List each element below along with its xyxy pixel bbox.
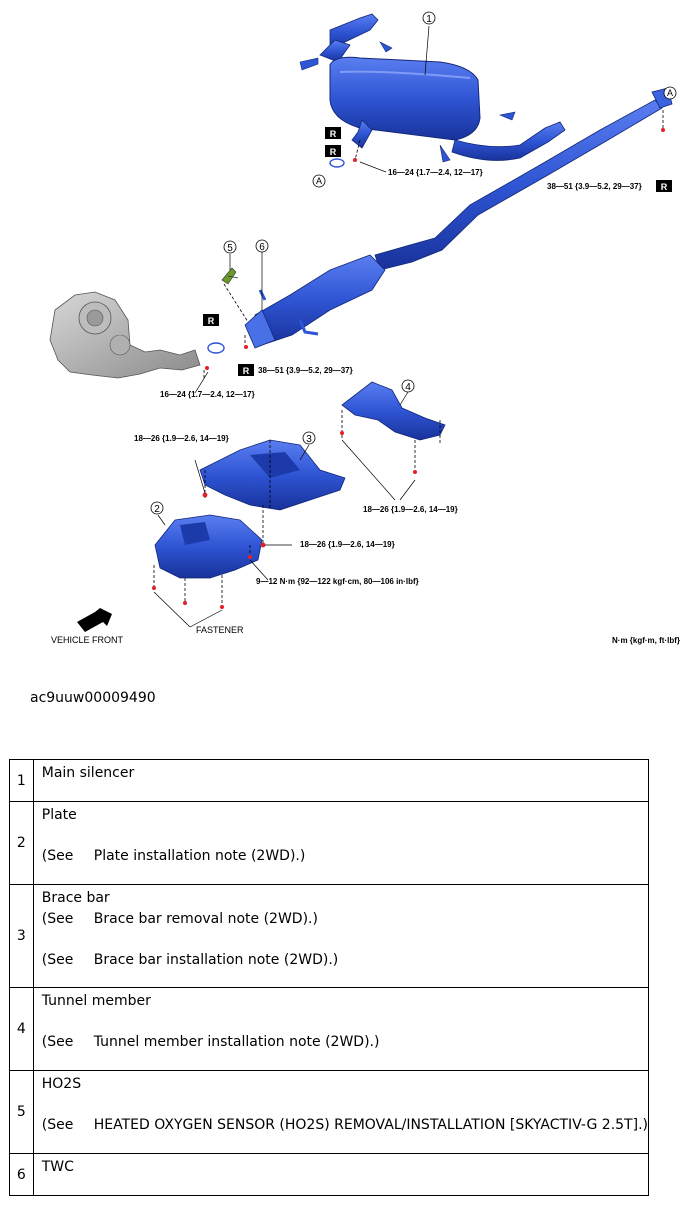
- fastener-points: [152, 128, 665, 609]
- torque-label-plate: 9—12 N·m {92—122 kgf·cm, 80—106 in·lbf}: [256, 577, 419, 586]
- part-number: 3: [9, 884, 34, 988]
- part-number: 4: [9, 987, 34, 1071]
- svg-text:R: R: [330, 129, 337, 139]
- note-link[interactable]: Brace bar installation note (2WD).): [93, 952, 339, 968]
- callout-6: 6: [255, 239, 269, 253]
- torque-label-rear-pipe: 38—51 {3.9—5.2, 29—37}: [547, 182, 642, 191]
- note-link[interactable]: HEATED OXYGEN SENSOR (HO2S) REMOVAL/INST…: [93, 1117, 648, 1133]
- fastener-label: FASTENER: [196, 625, 244, 635]
- svg-text:R: R: [661, 182, 668, 192]
- part-number: 5: [9, 1070, 34, 1154]
- callout-3: 3: [302, 431, 316, 445]
- main-silencer: [299, 13, 566, 163]
- replace-tag-3: R: [656, 180, 672, 192]
- plate: [154, 514, 263, 579]
- brace-bar: [199, 439, 346, 511]
- note-link[interactable]: Plate installation note (2WD).): [93, 848, 306, 864]
- ho2s-sensor: [221, 267, 249, 323]
- svg-text:A: A: [316, 176, 322, 186]
- svg-text:R: R: [330, 147, 337, 157]
- gaskets: [207, 158, 345, 354]
- engine-turbo: [49, 291, 201, 379]
- callout-2: 2: [150, 501, 164, 515]
- part-number: 2: [9, 801, 34, 885]
- torque-label-brace-upper: 18—26 {1.9—2.6, 14—19}: [134, 434, 229, 443]
- tunnel-member: [341, 381, 446, 441]
- torque-label-tunnel: 18—26 {1.9—2.6, 14—19}: [363, 505, 458, 514]
- vehicle-front-arrow-icon: [77, 608, 112, 632]
- svg-text:4: 4: [405, 382, 411, 393]
- exhaust-system-diagram: 1 2 3 4 5 6 A A R R R R: [49, 11, 680, 645]
- torque-label-main-flange: 16—24 {1.7—2.4, 12—17}: [388, 168, 483, 177]
- svg-text:2: 2: [154, 504, 160, 515]
- svg-text:R: R: [243, 366, 250, 376]
- part-number: 1: [9, 759, 34, 802]
- part-name: TWC: [41, 1159, 74, 1175]
- svg-text:R: R: [208, 316, 215, 326]
- replace-tag-2: R: [325, 145, 341, 157]
- unit-label: N·m {kgf·m, ft·lbf}: [612, 636, 680, 645]
- callout-1: 1: [422, 11, 436, 25]
- image-id: ac9uuw00009490: [30, 690, 156, 706]
- table-row: 6 TWC: [9, 1153, 650, 1196]
- part-name: Main silencer: [41, 765, 135, 781]
- torque-label-twc-flange: 38—51 {3.9—5.2, 29—37}: [258, 366, 353, 375]
- svg-text:1: 1: [426, 14, 432, 25]
- replace-tag-1: R: [325, 127, 341, 139]
- part-name: HO2S: [41, 1076, 82, 1092]
- torque-label-manifold: 16—24 {1.7—2.4, 12—17}: [160, 390, 255, 399]
- replace-tag-4: R: [203, 314, 219, 326]
- note-link[interactable]: Tunnel member installation note (2WD).): [93, 1034, 380, 1050]
- part-name: Brace bar: [41, 890, 110, 906]
- part-number: 6: [9, 1153, 34, 1196]
- connection-marker-a-upper: A: [663, 86, 677, 100]
- svg-text:3: 3: [306, 434, 312, 445]
- torque-label-brace-lower: 18—26 {1.9—2.6, 14—19}: [300, 540, 395, 549]
- replace-tag-5: R: [238, 364, 254, 376]
- vehicle-front-label: VEHICLE FRONT: [51, 635, 124, 645]
- part-name: Tunnel member: [41, 993, 151, 1009]
- svg-text:A: A: [667, 88, 673, 98]
- part-name: Plate: [41, 807, 77, 823]
- connection-marker-a-lower: A: [312, 174, 326, 188]
- callout-4: 4: [401, 379, 415, 393]
- svg-text:6: 6: [259, 242, 265, 253]
- part-description: Main silencer: [32, 759, 650, 802]
- part-description: TWC: [32, 1153, 650, 1196]
- twc-converter: [244, 254, 386, 349]
- note-link[interactable]: Brace bar removal note (2WD).): [93, 911, 318, 927]
- front-pipe: [374, 87, 673, 271]
- table-row: 1 Main silencer: [9, 759, 650, 802]
- svg-text:5: 5: [227, 243, 233, 254]
- leader-lines: [153, 25, 430, 628]
- callout-5: 5: [223, 240, 237, 254]
